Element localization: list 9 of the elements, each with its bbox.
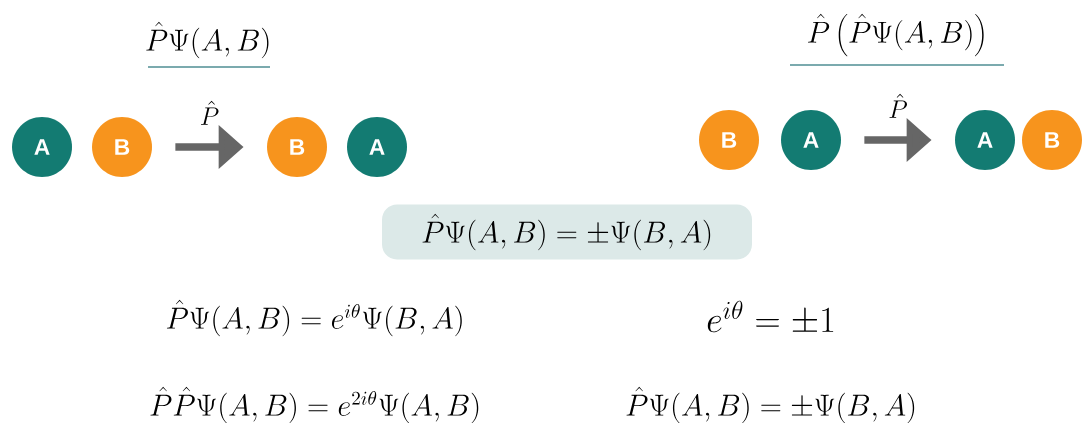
formula: $\hat{P}\hat{P}\Psi(A,B)=e^{2i\theta}\Psi(A,B)$ — [150, 386, 479, 423]
formula-box: $\hat{P}\Psi(A,B)=\pm\Psi(B,A)$ — [382, 204, 752, 260]
formula: $e^{i\theta}=\pm 1$ — [707, 300, 834, 333]
formula: $\hat{P}\Psi(A,B)=\pm\Psi(B,A)$ — [626, 386, 915, 423]
formula: $\hat{P}\left(\hat{P}\Psi(A,B)\right)$ — [808, 13, 984, 57]
formula: $\hat{P}\Psi(A,B)=e^{i\theta}\Psi(B,A)$ — [166, 299, 462, 337]
edge-label: $\hat{P}$ — [889, 93, 907, 118]
edge-label: $\hat{P}$ — [201, 100, 219, 125]
formula: $\hat{P}\Psi(A,B)$ — [146, 21, 269, 59]
